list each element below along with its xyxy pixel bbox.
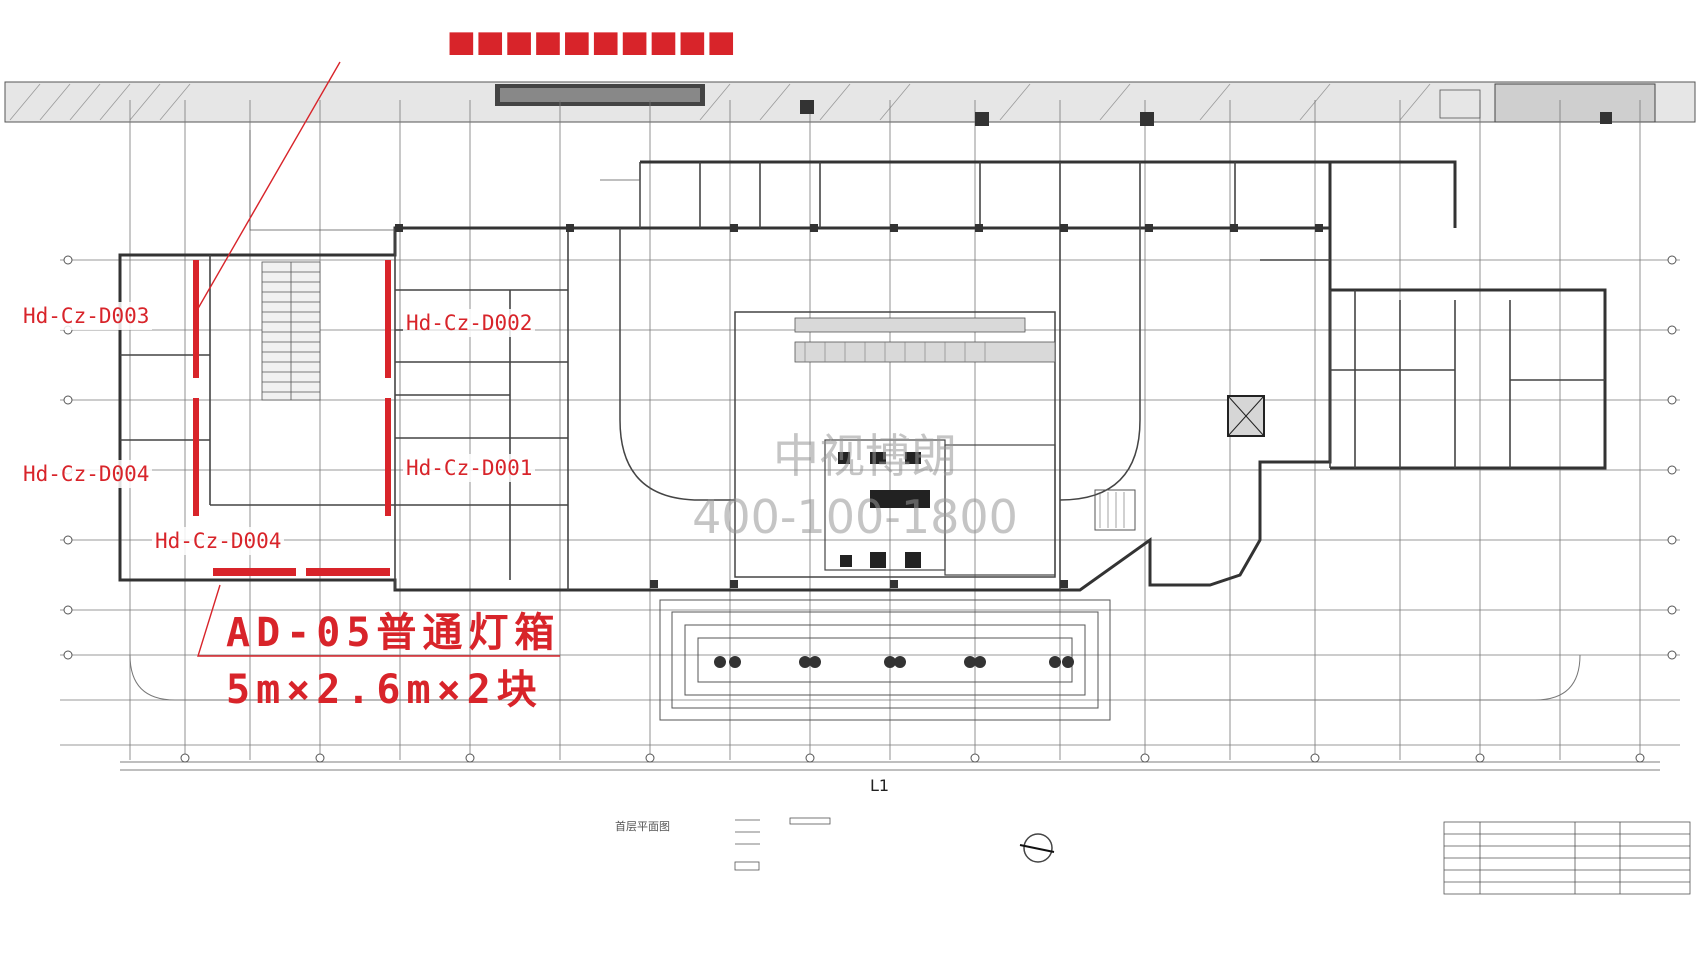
watermark-phone: 400-100-1800	[692, 490, 1018, 544]
north-arrow	[1023, 833, 1053, 863]
leader-line-top	[195, 61, 341, 313]
floor-caption: 首层平面图	[615, 820, 670, 833]
top-hatch-band	[4, 81, 1696, 123]
label-hd-cz-d003: Hd-Cz-D003	[20, 302, 153, 330]
watermark-text: 中视博朗	[773, 429, 957, 483]
label-hd-cz-d001: Hd-Cz-D001	[403, 454, 536, 482]
label-hd-cz-d002: Hd-Cz-D002	[403, 309, 536, 337]
label-hd-cz-d004-west: Hd-Cz-D004	[20, 460, 153, 488]
axis-label: L1	[870, 776, 890, 795]
label-hd-cz-d004-south: Hd-Cz-D004	[152, 527, 285, 555]
callout-signage-size: 5m×2.6m×2块	[226, 667, 543, 713]
title-block	[1443, 821, 1691, 895]
leader-line-callout	[197, 584, 560, 657]
svg-text:▀▀▀▀▀▀▀▀▀▀: ▀▀▀▀▀▀▀▀▀▀	[449, 32, 739, 77]
callout-signage-type: AD-05普通灯箱	[226, 610, 561, 656]
